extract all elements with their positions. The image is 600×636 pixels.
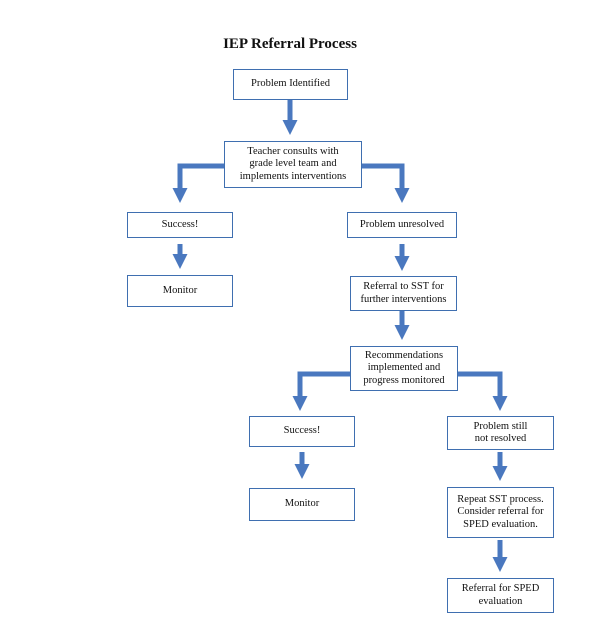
node-teacher-consults: Teacher consults with grade level team a… — [224, 141, 362, 188]
node-monitor-2: Monitor — [249, 488, 355, 521]
arrow-elbow-right — [362, 163, 410, 203]
node-problem-identified: Problem Identified — [233, 69, 348, 100]
arrow-elbow-left — [292, 371, 350, 411]
arrow-elbow-left — [172, 163, 224, 203]
node-monitor-1: Monitor — [127, 275, 233, 307]
node-problem-still-not-resolved: Problem still not resolved — [447, 416, 554, 450]
node-recommendations: Recommendations implemented and progress… — [350, 346, 458, 391]
node-referral-sst: Referral to SST for further intervention… — [350, 276, 457, 311]
node-repeat-sst: Repeat SST process. Consider referral fo… — [447, 487, 554, 538]
diagram-title: IEP Referral Process — [223, 36, 357, 52]
node-success-2: Success! — [249, 416, 355, 447]
arrow-elbow-right — [458, 371, 508, 411]
node-problem-unresolved: Problem unresolved — [347, 212, 457, 238]
node-success-1: Success! — [127, 212, 233, 238]
node-referral-sped: Referral for SPED evaluation — [447, 578, 554, 613]
